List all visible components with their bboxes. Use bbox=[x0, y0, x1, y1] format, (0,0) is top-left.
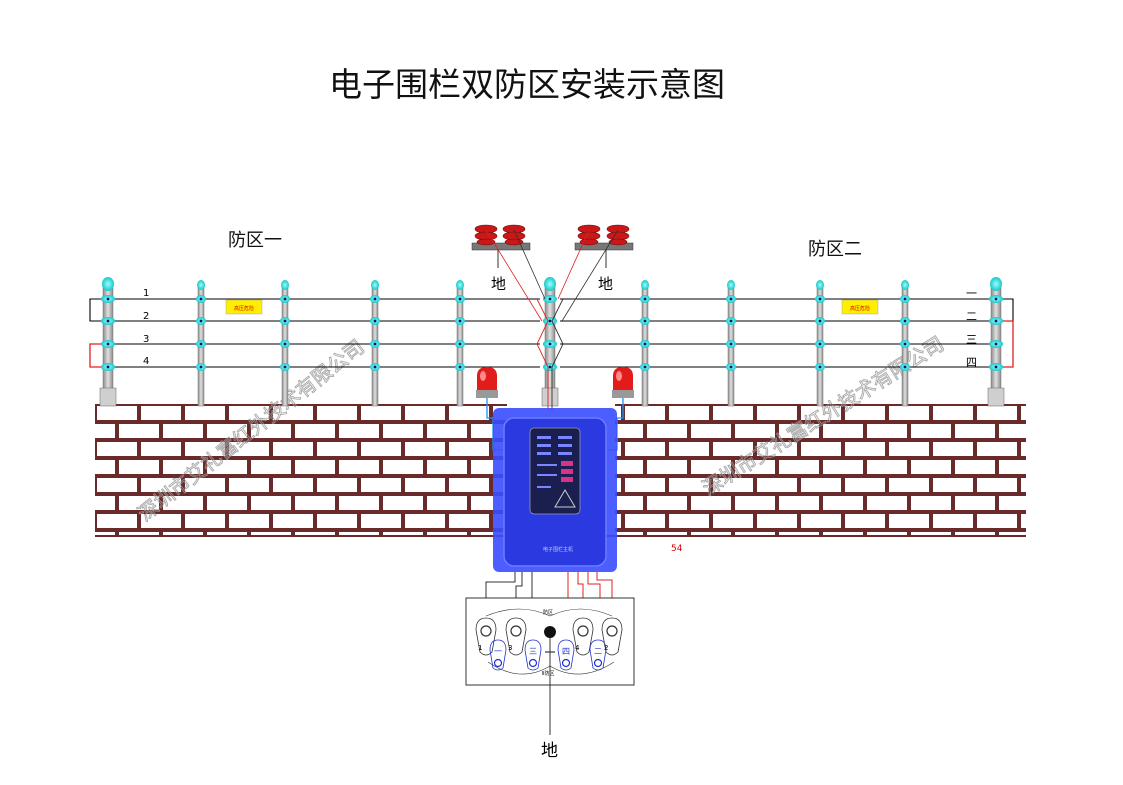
terminal-screw: 3 bbox=[505, 617, 527, 656]
fence-end-post bbox=[99, 277, 117, 407]
left-end-loop-top bbox=[89, 298, 108, 322]
wire-number-4: 4 bbox=[143, 356, 149, 367]
terminal-inner-label: 二 bbox=[594, 647, 602, 656]
zone-one-label: 防区一 bbox=[228, 230, 282, 251]
right-end-loop-bottom bbox=[995, 320, 1014, 368]
wire-number-2: 2 bbox=[143, 311, 149, 322]
left-end-loop-bottom bbox=[89, 343, 108, 368]
terminal-top-label: 防区 bbox=[543, 609, 553, 616]
terminal-post: 二 bbox=[589, 639, 607, 671]
brick-wall-left bbox=[95, 404, 507, 536]
terminal-post: 三 bbox=[524, 639, 542, 671]
warning-sign-left: 高压危险 bbox=[225, 299, 263, 315]
wire-label-3: 三 bbox=[966, 333, 977, 346]
svg-text:高压危险: 高压危险 bbox=[234, 305, 254, 312]
lightning-arrester-left: 地 bbox=[471, 224, 546, 322]
fence-post bbox=[280, 280, 290, 407]
ground-label-right: 地 bbox=[598, 275, 613, 293]
terminal-inner-label: 四 bbox=[562, 647, 570, 656]
fence-controller: 电子围栏主机 bbox=[493, 408, 617, 572]
terminal-screw: 4 bbox=[572, 617, 594, 656]
ground-label-bottom: 地 bbox=[541, 741, 558, 761]
fence-end-post bbox=[987, 277, 1005, 407]
terminal-number: 1 bbox=[478, 644, 482, 652]
terminal-screw: 1 bbox=[475, 617, 497, 656]
terminal-inner-label: 一 bbox=[494, 647, 502, 656]
brick-wall-right bbox=[615, 404, 1026, 536]
svg-text:高压危险: 高压危险 bbox=[850, 305, 870, 312]
terminal-bottom-label: II防区 bbox=[542, 670, 555, 677]
fence-post bbox=[370, 280, 380, 407]
lightning-arrester-right: 地 bbox=[557, 224, 634, 322]
diagram-title: 电子围栏双防区安装示意图 bbox=[329, 65, 725, 104]
terminal-screw: 2 bbox=[601, 617, 623, 656]
fence-post bbox=[900, 280, 910, 407]
terminal-post: 四 bbox=[557, 639, 575, 671]
fence-post bbox=[640, 280, 650, 407]
controller-label: 电子围栏主机 bbox=[543, 546, 573, 553]
fence-wires bbox=[108, 298, 995, 368]
ground-label-left: 地 bbox=[491, 275, 506, 293]
terminal-inner-label: 三 bbox=[529, 647, 537, 656]
wire-number-1: 1 bbox=[143, 288, 149, 299]
terminal-number: 3 bbox=[508, 644, 512, 652]
fence-post bbox=[196, 280, 206, 407]
wire-label-2: 二 bbox=[966, 310, 977, 323]
fence-end-post bbox=[541, 277, 559, 407]
warning-sign-right: 高压危险 bbox=[841, 299, 879, 315]
terminal-post: 一 bbox=[489, 639, 507, 671]
page-number: 54 bbox=[671, 544, 683, 554]
terminal-box: 防区 II防区 1 3 4 2 一 三 四 二 bbox=[465, 597, 635, 686]
wire-label-4: 四 bbox=[966, 356, 977, 369]
fence-post bbox=[726, 280, 736, 407]
zone-two-label: 防区二 bbox=[808, 239, 862, 260]
fence-post bbox=[455, 280, 465, 407]
wire-label-1: 一 bbox=[966, 287, 977, 300]
wire-number-3: 3 bbox=[143, 334, 149, 345]
center-lead-wires bbox=[536, 298, 564, 410]
terminal-number: 4 bbox=[575, 644, 580, 652]
fence-post bbox=[815, 280, 825, 407]
